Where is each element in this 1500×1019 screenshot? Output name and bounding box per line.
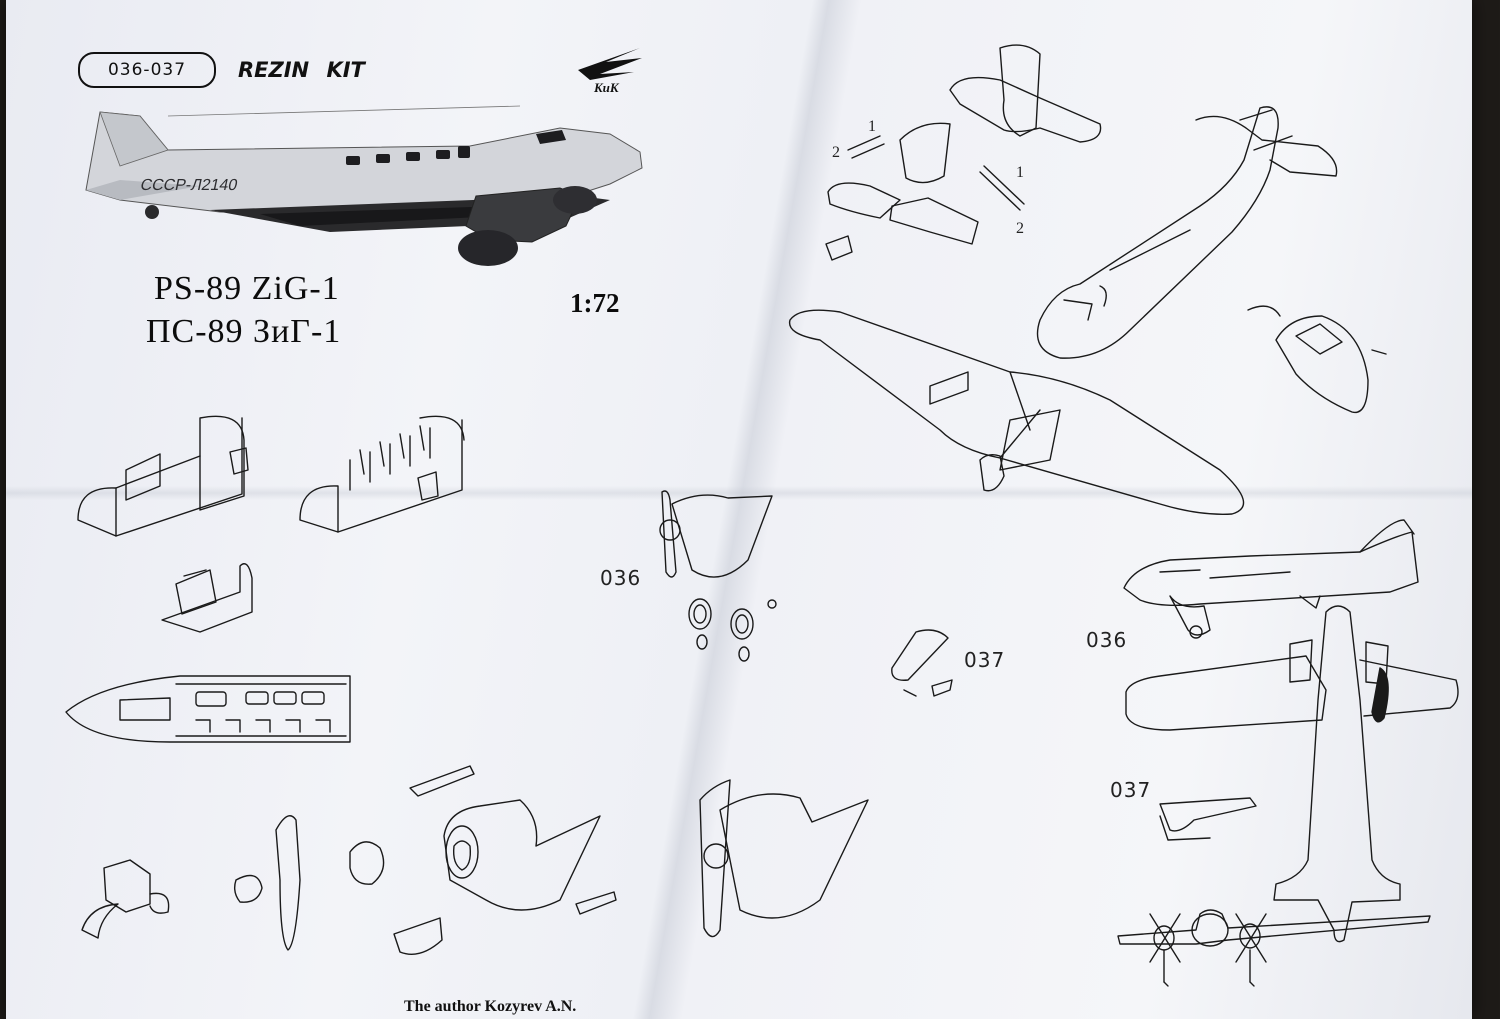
nose-section-part <box>1247 305 1387 414</box>
aircraft-title-latin: PS-89 ZiG-1 <box>154 270 340 307</box>
cockpit-part <box>161 563 253 633</box>
callout-037-engine: 037 <box>964 648 1006 672</box>
aircraft-title-cyrillic: ПС-89 ЗиГ-1 <box>146 313 342 350</box>
rudder-part <box>899 122 951 184</box>
engine-nacelle-bottom-right <box>699 779 869 938</box>
cabin-seats-part <box>299 415 465 533</box>
author-credit: The author Kozyrev A.N. <box>404 998 577 1015</box>
callout-037-sideview: 037 <box>1110 778 1152 802</box>
fuselage-cutaway-part <box>65 675 351 743</box>
planview-assembly <box>1125 605 1459 943</box>
sideview-037 <box>1159 797 1257 841</box>
callout-036-sideview: 036 <box>1086 628 1128 652</box>
part-number-1-right: 1 <box>1016 164 1024 181</box>
engine-nacelle-036 <box>659 490 773 578</box>
engine-part-037 <box>891 629 953 697</box>
frontview-assembly <box>1117 909 1431 987</box>
elevator-part <box>825 182 979 261</box>
wing-assembly <box>788 309 1245 515</box>
small-parts-bottom <box>81 765 475 955</box>
scale-label: 1:72 <box>570 288 620 318</box>
struts-part <box>847 135 1025 211</box>
callout-036-engine: 036 <box>600 566 642 590</box>
fuselage-assembly <box>1036 106 1338 359</box>
paper-fold-crease <box>6 486 1472 500</box>
aircraft-registration: СССР-Л2140 <box>139 176 239 194</box>
sideview-036 <box>1123 519 1419 639</box>
tail-fin-part <box>949 44 1102 143</box>
kit-code-badge: 036-037 <box>78 52 216 88</box>
cabin-floor-part <box>77 415 249 537</box>
part-number-2-top: 2 <box>832 144 840 161</box>
aircraft-photo-illustration: СССР-Л2140 <box>85 105 643 266</box>
logo-text: KиK <box>593 80 620 95</box>
engine-nacelle-bottom-left <box>443 799 617 915</box>
brand-label: REZIN KIT <box>238 58 365 82</box>
kik-logo-icon: KиK <box>578 48 642 95</box>
part-number-1-top: 1 <box>868 118 876 135</box>
part-number-2-right: 2 <box>1016 220 1024 237</box>
wheels-036 <box>688 598 777 662</box>
